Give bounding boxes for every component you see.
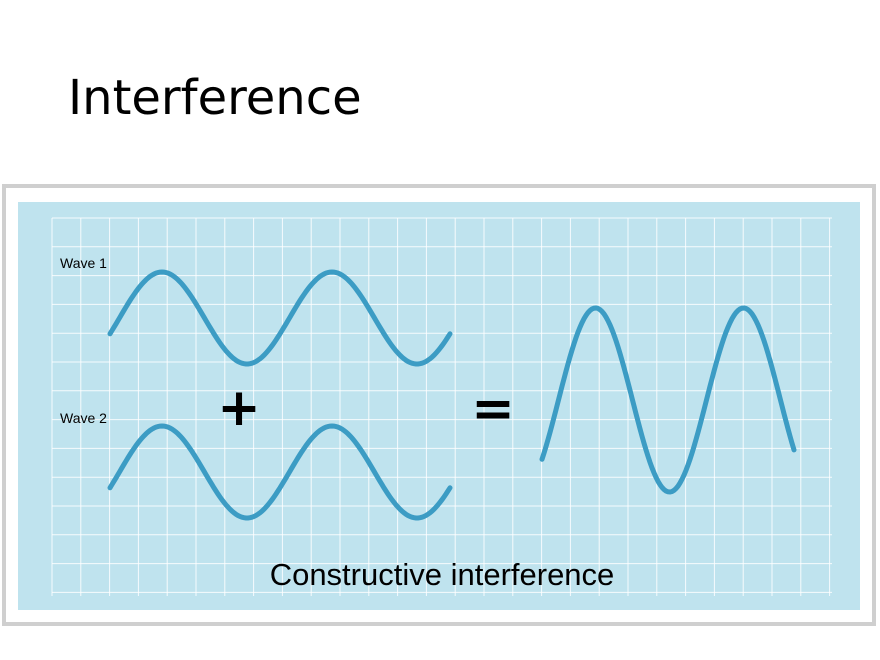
resultant-wave-curve [539,305,797,495]
plus-sign: + [217,378,261,438]
grid-lines [51,217,832,596]
interference-diagram: Wave 1 Wave 2 + = Constructive interfere… [18,202,860,610]
slide-title: Interference [68,70,362,126]
wave-2-curve [107,423,453,521]
wave-1-curve [107,269,453,367]
diagram-panel [18,202,860,610]
equals-sign: = [471,379,515,439]
figure-frame: Wave 1 Wave 2 + = Constructive interfere… [2,184,876,626]
wave-1-label: Wave 1 [60,255,107,271]
diagram-caption: Constructive interference [270,557,615,592]
wave-2-label: Wave 2 [60,410,107,426]
